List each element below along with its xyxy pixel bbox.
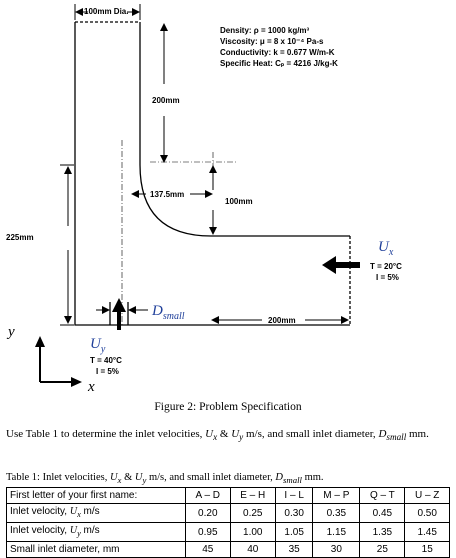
- dim-200-label: 200mm: [152, 96, 180, 105]
- table-cell: 1.00: [229, 522, 276, 542]
- header-col: M – P: [312, 487, 361, 504]
- ux-intensity: I = 5%: [376, 273, 399, 282]
- table-caption: Table 1: Inlet velocities, Ux & Uy m/s, …: [6, 472, 324, 486]
- pipe-inner-wall: [139, 22, 350, 237]
- uy-intensity: I = 5%: [96, 367, 119, 376]
- prop-density: Density: ρ = 1000 kg/m³: [220, 26, 310, 35]
- table-cell: 1.45: [404, 522, 450, 542]
- table-cell: 0.45: [359, 503, 406, 523]
- dim-225-label: 225mm: [6, 233, 34, 242]
- dim-radius-label: 137.5mm: [150, 190, 184, 199]
- table-cell: 45: [185, 541, 231, 558]
- inlet-values-table: First letter of your first name: A – D E…: [6, 487, 450, 558]
- axis-y-label: y: [6, 324, 15, 340]
- table-cell: 1.15: [312, 522, 361, 542]
- table-cell: 0.20: [185, 503, 231, 523]
- axis-x-label: x: [87, 379, 95, 395]
- prop-conductivity: Conductivity: k = 0.677 W/m-K: [220, 48, 335, 57]
- table-cell: 40: [229, 541, 276, 558]
- table-cell: 0.95: [185, 522, 231, 542]
- dsmall-label: Dsmall: [151, 303, 185, 322]
- pipe-outer-wall: [74, 22, 350, 326]
- dim-100-label: 100mm: [225, 197, 253, 206]
- uy-temp: T = 40°C: [90, 356, 122, 365]
- table-cell: 1.05: [274, 522, 314, 542]
- table-header-row: First letter of your first name: A – D E…: [6, 487, 450, 504]
- header-col: I – L: [274, 487, 314, 504]
- uy-flow-arrow: [112, 298, 126, 330]
- header-col: A – D: [185, 487, 231, 504]
- prop-viscosity: Viscosity: μ = 8 x 10⁻⁴ Pa-s: [220, 37, 324, 46]
- instruction-text: Use Table 1 to determine the inlet veloc…: [6, 428, 429, 443]
- table-row: Inlet velocity, Uy m/s 0.95 1.00 1.05 1.…: [6, 522, 450, 542]
- table-cell: 30: [312, 541, 361, 558]
- table-cell: 25: [359, 541, 406, 558]
- dim-diameter-label: 100mm Dia.: [84, 7, 128, 16]
- table-cell: 0.25: [229, 503, 276, 523]
- table-cell: 0.50: [404, 503, 450, 523]
- coordinate-axes: [39, 344, 74, 383]
- pipe-geometry: [74, 21, 351, 326]
- row-label: Small inlet diameter, mm: [6, 541, 186, 558]
- dim-200r-label: 200mm: [268, 316, 296, 325]
- table-row: Inlet velocity, Ux m/s 0.20 0.25 0.30 0.…: [6, 503, 450, 523]
- ux-temp: T = 20°C: [370, 262, 402, 271]
- header-col: U – Z: [404, 487, 450, 504]
- table-cell: 35: [274, 541, 314, 558]
- header-label: First letter of your first name:: [6, 487, 186, 504]
- uy-label: Uy: [90, 336, 106, 355]
- ux-flow-arrow: [322, 256, 360, 274]
- figure-caption: Figure 2: Problem Specification: [154, 401, 302, 413]
- row-label: Inlet velocity, Uy m/s: [6, 522, 186, 542]
- ux-label: Ux: [378, 239, 394, 258]
- row-label: Inlet velocity, Ux m/s: [6, 503, 186, 523]
- table-cell: 0.35: [312, 503, 361, 523]
- table-cell: 0.30: [274, 503, 314, 523]
- header-col: E – H: [229, 487, 276, 504]
- table-cell: 1.35: [359, 522, 406, 542]
- problem-figure: 100mm Dia. 200mm 137.5mm 100mm 225mm 200…: [6, 4, 402, 395]
- table-row: Small inlet diameter, mm 45 40 35 30 25 …: [6, 541, 450, 558]
- table-cell: 15: [404, 541, 450, 558]
- header-col: Q – T: [359, 487, 406, 504]
- prop-specific-heat: Specific Heat: Cₚ = 4216 J/kg-K: [220, 59, 338, 68]
